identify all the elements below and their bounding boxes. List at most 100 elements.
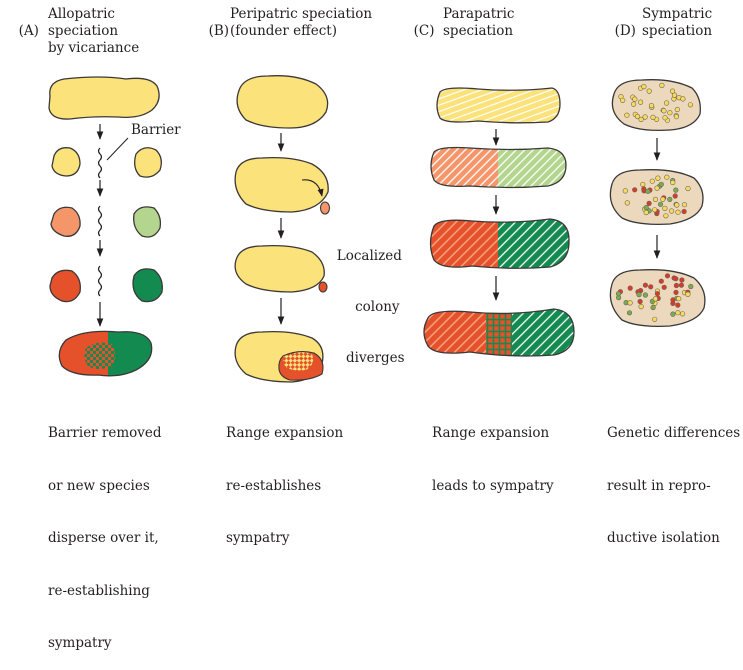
panel-d-caption-line-1: Genetic differences — [607, 425, 740, 443]
genotype-dot — [658, 202, 663, 207]
genotype-dot — [638, 100, 643, 105]
genotype-dot — [670, 89, 675, 94]
genotype-dot — [625, 113, 630, 118]
panel-a-caption-line-2: or new species — [48, 478, 162, 496]
genotype-dot — [653, 297, 658, 302]
genotype-dot — [669, 209, 674, 214]
panel-c-title: (C) Parapatric speciation — [405, 6, 434, 74]
genotype-dot — [649, 103, 654, 108]
genotype-dot — [681, 97, 686, 102]
panel-b-letter: (B) — [209, 23, 229, 39]
barrier-line-1 — [99, 148, 102, 178]
genotype-dot — [650, 179, 655, 184]
genotype-dot — [689, 284, 694, 289]
panel-c — [418, 88, 578, 361]
panel-a-caption: Barrier removed or new species disperse … — [48, 390, 162, 670]
genotype-dot — [665, 175, 670, 180]
genotype-dot — [680, 312, 685, 317]
population-split-right-a — [135, 148, 162, 177]
genotype-dot — [673, 194, 678, 199]
genotype-dot — [682, 209, 687, 214]
genotype-dot — [662, 285, 667, 290]
barrier-label: Barrier — [131, 122, 181, 139]
panel-a-title-line-1: Allopatric — [48, 6, 115, 23]
panel-b-title: (B) Peripatric speciation (founder effec… — [200, 6, 229, 74]
panel-d — [610, 80, 705, 327]
genotype-dot — [675, 203, 680, 208]
genotype-dot — [671, 180, 676, 185]
genotype-dot — [623, 189, 628, 194]
genotype-dot — [644, 210, 649, 215]
genotype-dot — [655, 291, 660, 296]
genotype-dot — [637, 292, 642, 297]
genotype-dot — [671, 312, 676, 317]
genotype-dot — [628, 286, 633, 291]
genotype-dot — [679, 283, 684, 288]
genotype-dot — [656, 176, 661, 181]
panel-d-title-line-2: speciation — [642, 23, 712, 40]
colony-label-line-3: diverges — [334, 350, 405, 367]
population-diverging-left-a — [51, 207, 80, 236]
genotype-dot — [674, 283, 679, 288]
genotype-dot — [660, 83, 665, 88]
genotype-dot — [664, 214, 669, 219]
diverged-colony-b — [319, 282, 327, 292]
panel-c-caption: Range expansion leads to sympatry — [432, 390, 554, 513]
genotype-dot — [668, 110, 673, 115]
panel-a-title-line-2: speciation — [48, 23, 118, 40]
genotype-dot — [675, 107, 680, 112]
population-ancestral-c — [437, 88, 560, 123]
genotype-dot — [686, 186, 691, 191]
genotype-dot — [664, 101, 669, 106]
genotype-dot — [647, 89, 652, 94]
genotype-dot — [674, 290, 679, 295]
panel-a-caption-line-5: sympatry — [48, 635, 162, 653]
panel-a-title-line-3: by vicariance — [48, 40, 139, 57]
barrier-line-3 — [99, 266, 102, 296]
population-main-b2 — [235, 246, 324, 292]
genotype-dot — [674, 188, 679, 193]
panel-b-caption-line-1: Range expansion — [226, 425, 343, 443]
population-ancestral-b — [237, 76, 328, 128]
barrier-pointer — [107, 138, 128, 160]
species-left-a — [50, 270, 80, 301]
genotype-dot — [686, 292, 691, 297]
colony-label-line-1: Localized — [334, 248, 405, 265]
genotype-dot — [674, 276, 679, 281]
genotype-dot — [668, 197, 673, 202]
panel-c-letter: (C) — [414, 23, 435, 39]
population-split-left-a — [52, 148, 80, 176]
genotype-dot — [638, 299, 643, 304]
genotype-dot — [616, 291, 621, 296]
panel-b-title-line-1: Peripatric speciation — [230, 6, 372, 23]
genotype-dot — [663, 206, 668, 211]
genotype-dot — [652, 317, 657, 322]
panel-d-title: (D) Sympatric speciation — [606, 6, 636, 74]
panel-b-caption: Range expansion re-establishes sympatry — [226, 390, 343, 565]
panel-d-caption-line-3: ductive isolation — [607, 530, 740, 548]
species-right-a — [133, 269, 162, 302]
panel-c-title-line-2: speciation — [443, 23, 513, 40]
genotype-dot — [659, 279, 664, 284]
genotype-dot — [642, 84, 647, 89]
genotype-dot — [662, 109, 667, 114]
panel-a-caption-line-3: disperse over it, — [48, 530, 162, 548]
panel-c-caption-line-1: Range expansion — [432, 425, 554, 443]
panel-b-caption-line-3: sympatry — [226, 530, 343, 548]
panel-d-caption-line-2: result in repro- — [607, 478, 740, 496]
genotype-dot — [652, 208, 657, 213]
panel-c-caption-line-2: leads to sympatry — [432, 478, 554, 496]
genotype-dot — [641, 182, 646, 187]
genotype-dot — [671, 298, 676, 303]
genotype-dot — [632, 188, 637, 193]
panel-a-letter: (A) — [19, 23, 39, 39]
genotype-dot — [676, 296, 681, 301]
colony-label: Localized colony diverges — [334, 214, 405, 384]
genotype-dot — [643, 283, 648, 288]
genotype-dot — [676, 310, 681, 315]
genotype-dot — [620, 98, 625, 103]
genotype-dot — [625, 201, 630, 206]
genotype-dot — [661, 197, 666, 202]
genotype-dot — [680, 278, 685, 283]
population-ancestral-a — [49, 77, 159, 119]
